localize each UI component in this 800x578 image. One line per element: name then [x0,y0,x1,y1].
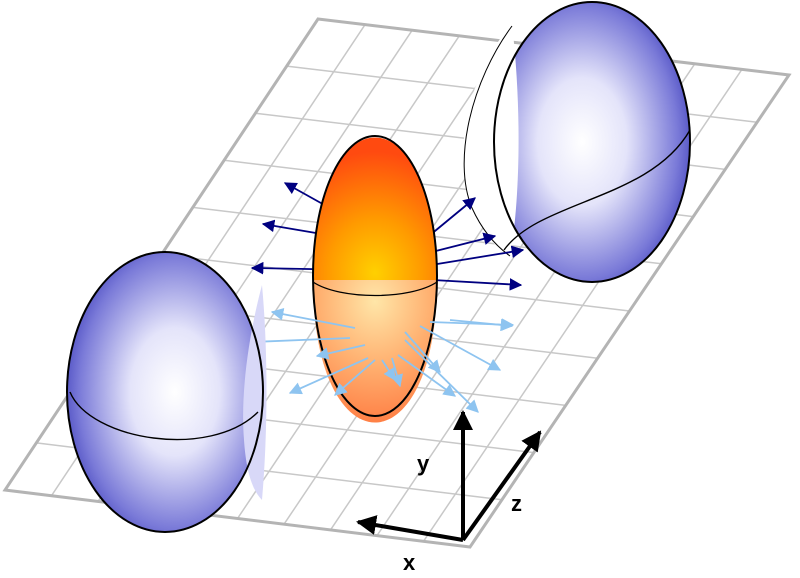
x-axis-label: x [403,550,416,575]
emission-arrow [424,245,525,267]
emission-arrow [334,359,376,396]
emission-arrow [432,278,523,291]
central-fireball [312,135,438,423]
coordinate-axes: y z x [356,410,542,575]
emission-arrow [449,318,514,332]
emission-arrow [390,357,403,388]
emission-arrow [315,344,366,360]
emission-arrow [397,354,457,397]
y-axis-label: y [417,451,430,476]
emission-arrow [250,335,351,348]
emission-arrow [404,339,479,413]
z-axis-label: z [511,491,522,516]
emission-arrow [419,325,502,371]
lower-emission-arrows [250,307,515,413]
emission-arrow [288,357,369,395]
left-spectator-sphere [66,251,267,533]
emission-arrow [270,307,356,329]
z-axis-arrow [461,430,542,542]
right-spectator-sphere [463,1,691,283]
x-axis-arrow [356,515,464,542]
emission-arrow [404,331,441,373]
